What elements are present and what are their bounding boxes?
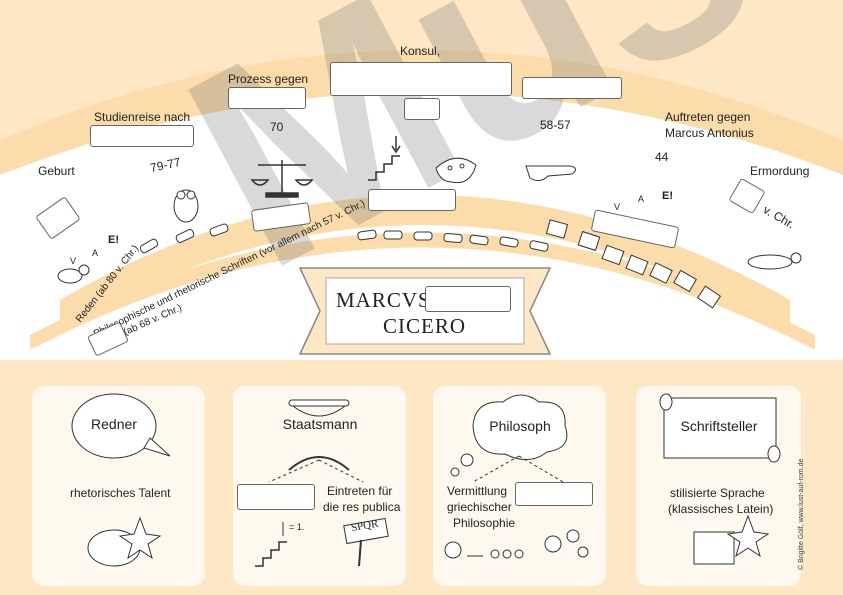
bubble-v-right: V xyxy=(614,202,621,212)
title-line-2: CICERO xyxy=(383,314,467,338)
owl-icon xyxy=(173,189,199,223)
bubble-a-right: A xyxy=(638,194,645,204)
answer-box-prozess[interactable] xyxy=(228,87,306,109)
panel-text-schriftsteller-2: (klassisches Latein) xyxy=(668,502,774,516)
panel-staatsmann: Staatsmann Eintreten für die res publica… xyxy=(233,386,406,586)
thought-bubble-icon xyxy=(444,394,589,559)
label-70: 70 xyxy=(270,120,284,134)
page-icons xyxy=(545,219,722,309)
label-58-57: 58-57 xyxy=(540,118,571,132)
label-prozess: Prozess gegen xyxy=(228,72,309,86)
panel-title-philosoph: Philosoph xyxy=(489,418,551,434)
panel-schriftsteller: Schriftsteller stilisierte Sprache (klas… xyxy=(636,386,801,586)
pointing-hand-icon xyxy=(525,165,576,182)
panel-text-philosoph-1: Vermittlung xyxy=(447,484,508,498)
bubble-v-left: V xyxy=(70,256,77,266)
speech-bubble-icon xyxy=(71,393,171,567)
fallen-figure-icon xyxy=(747,252,802,270)
answer-box-staatsmann[interactable] xyxy=(237,484,315,510)
scales-icon xyxy=(250,160,314,198)
scroll-icons xyxy=(139,223,549,254)
answer-box-center-arc[interactable] xyxy=(368,189,456,211)
panel-text-philosoph-3: Philosophie xyxy=(453,516,516,530)
label-konsul: Konsul, xyxy=(400,44,441,58)
answer-box-58-57[interactable] xyxy=(522,77,622,99)
stairs-label: = 1. xyxy=(289,522,305,532)
panel-title-schriftsteller: Schriftsteller xyxy=(680,418,758,434)
answer-box-philosoph[interactable] xyxy=(515,482,593,506)
stairs-icon xyxy=(368,136,401,181)
mask-icon xyxy=(435,157,477,184)
label-auftreten-1: Auftreten gegen xyxy=(665,110,751,124)
panel-redner: Redner rhetorisches Talent xyxy=(32,386,205,586)
answer-box-konsul[interactable] xyxy=(330,62,512,96)
panel-philosoph: Philosoph Vermittlung griechischer Philo… xyxy=(433,386,606,586)
panel-text-schriftsteller-1: stilisierte Sprache xyxy=(670,486,765,500)
label-geburt: Geburt xyxy=(38,164,75,178)
panel-text-redner: rhetorisches Talent xyxy=(70,486,171,500)
label-auftreten-2: Marcus Antonius xyxy=(665,126,754,140)
bubble-a-left: A xyxy=(92,248,99,258)
credit-text: © Brigitte Gölf, www.lust-auf-rom.de xyxy=(798,458,805,570)
label-studienreise: Studienreise nach xyxy=(94,110,191,124)
bubble-e-left: E! xyxy=(108,234,119,246)
answer-box-title[interactable] xyxy=(425,286,511,312)
bubble-e-right: E! xyxy=(662,190,673,202)
label-ermordung: Ermordung xyxy=(750,164,810,178)
answer-box-konsul-small[interactable] xyxy=(404,98,440,120)
panel-title-redner: Redner xyxy=(91,416,137,432)
baby-icon xyxy=(57,264,90,284)
scroll-icon xyxy=(659,393,781,565)
panel-text-staatsmann-2: die res publica xyxy=(323,500,401,514)
answer-box-studienreise[interactable] xyxy=(90,125,194,147)
panel-title-staatsmann: Staatsmann xyxy=(282,416,358,432)
panel-text-philosoph-2: griechischer xyxy=(447,500,512,514)
title-line-1: MARCVS xyxy=(336,288,431,312)
curule-chair-icon xyxy=(255,399,389,567)
panel-text-staatsmann-1: Eintreten für xyxy=(327,484,393,498)
label-44: 44 xyxy=(655,150,669,164)
